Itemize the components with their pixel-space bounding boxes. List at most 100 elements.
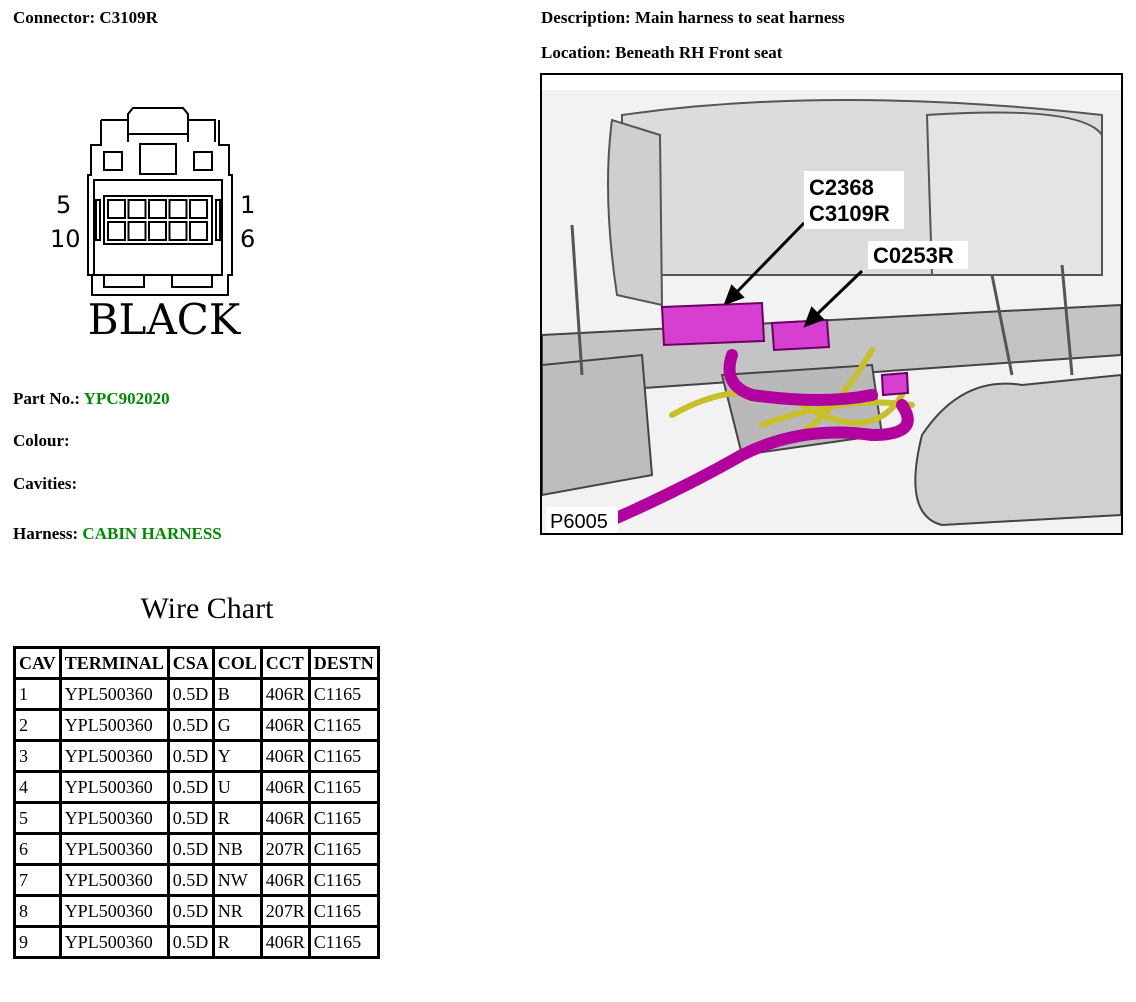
table-cell: C1165 <box>310 897 377 925</box>
table-cell: NB <box>214 835 260 863</box>
table-cell: Y <box>214 742 260 770</box>
colour-line: Colour: <box>13 431 70 451</box>
table-cell: YPL500360 <box>61 742 167 770</box>
table-cell: B <box>214 680 260 708</box>
table-cell: C1165 <box>310 835 377 863</box>
cavity-grid <box>103 195 213 245</box>
table-cell: 0.5D <box>169 804 212 832</box>
connector-label: Connector: <box>13 8 96 27</box>
table-cell: 0.5D <box>169 680 212 708</box>
location-value: Beneath RH Front seat <box>615 43 783 62</box>
description-label: Description: <box>541 8 631 27</box>
table-cell: 1 <box>16 680 59 708</box>
cavity <box>189 221 208 241</box>
pin-label-1: 1 <box>240 191 255 219</box>
location-photo: C2368 C3109R C0253R P6005 <box>540 73 1123 535</box>
table-cell: 5 <box>16 804 59 832</box>
table-cell: YPL500360 <box>61 680 167 708</box>
part-number-label: Part No.: <box>13 389 81 408</box>
table-cell: C1165 <box>310 742 377 770</box>
table-cell: 406R <box>262 866 308 894</box>
column-header: COL <box>214 649 260 677</box>
table-cell: 207R <box>262 835 308 863</box>
part-number-value: YPC902020 <box>83 389 170 408</box>
cavity <box>148 199 167 219</box>
connector-face-diagram: 5 10 1 6 BLACK <box>50 107 255 344</box>
pin-label-6: 6 <box>240 225 255 253</box>
column-header: DESTN <box>310 649 377 677</box>
part-number-line: Part No.: YPC902020 <box>13 389 170 409</box>
table-cell: YPL500360 <box>61 773 167 801</box>
table-cell: 0.5D <box>169 742 212 770</box>
table-cell: YPL500360 <box>61 835 167 863</box>
connector-value: C3109R <box>99 8 158 27</box>
table-cell: 207R <box>262 897 308 925</box>
table-cell: NW <box>214 866 260 894</box>
table-cell: C1165 <box>310 711 377 739</box>
table-cell: 0.5D <box>169 835 212 863</box>
location-line: Location: Beneath RH Front seat <box>541 43 782 63</box>
table-cell: 0.5D <box>169 866 212 894</box>
table-cell: 406R <box>262 928 308 956</box>
table-cell: C1165 <box>310 773 377 801</box>
photo-reference: P6005 <box>550 511 608 533</box>
callout-c2368: C2368 <box>809 175 874 200</box>
harness-value: CABIN HARNESS <box>82 524 222 543</box>
callout-c3109r: C3109R <box>809 201 890 226</box>
table-cell: YPL500360 <box>61 804 167 832</box>
column-header: CAV <box>16 649 59 677</box>
table-cell: YPL500360 <box>61 711 167 739</box>
table-cell: 8 <box>16 897 59 925</box>
pin-label-10: 10 <box>50 225 81 253</box>
table-cell: 406R <box>262 804 308 832</box>
cavity <box>127 221 147 241</box>
description-value: Main harness to seat harness <box>634 8 845 27</box>
table-cell: 406R <box>262 680 308 708</box>
column-header: CSA <box>169 649 212 677</box>
table-cell: 0.5D <box>169 773 212 801</box>
table-cell: C1165 <box>310 928 377 956</box>
table-cell: 0.5D <box>169 897 212 925</box>
table-cell: YPL500360 <box>61 928 167 956</box>
cavity <box>168 221 188 241</box>
column-header: CCT <box>262 649 308 677</box>
table-cell: C1165 <box>310 680 377 708</box>
table-cell: 406R <box>262 773 308 801</box>
table-cell: 406R <box>262 742 308 770</box>
table-cell: 406R <box>262 711 308 739</box>
table-cell: G <box>214 711 260 739</box>
table-cell: 0.5D <box>169 711 212 739</box>
callout-c0253r: C0253R <box>873 243 954 268</box>
table-cell: NR <box>214 897 260 925</box>
harness-label: Harness: <box>13 524 79 543</box>
cavity <box>168 199 188 219</box>
cavity <box>127 199 147 219</box>
cavity <box>107 221 126 241</box>
table-cell: R <box>214 804 260 832</box>
cavities-label: Cavities: <box>13 474 78 493</box>
table-cell: 7 <box>16 866 59 894</box>
cavity <box>189 199 208 219</box>
column-header: TERMINAL <box>61 649 167 677</box>
table-cell: 9 <box>16 928 59 956</box>
pin-label-5: 5 <box>56 191 71 219</box>
table-cell: U <box>214 773 260 801</box>
table-cell: YPL500360 <box>61 897 167 925</box>
table-cell: C1165 <box>310 866 377 894</box>
table-cell: 3 <box>16 742 59 770</box>
table-cell: R <box>214 928 260 956</box>
connector-line: Connector: C3109R <box>13 8 158 28</box>
colour-label: Colour: <box>13 431 70 450</box>
wire-chart-title: Wire Chart <box>140 592 274 625</box>
